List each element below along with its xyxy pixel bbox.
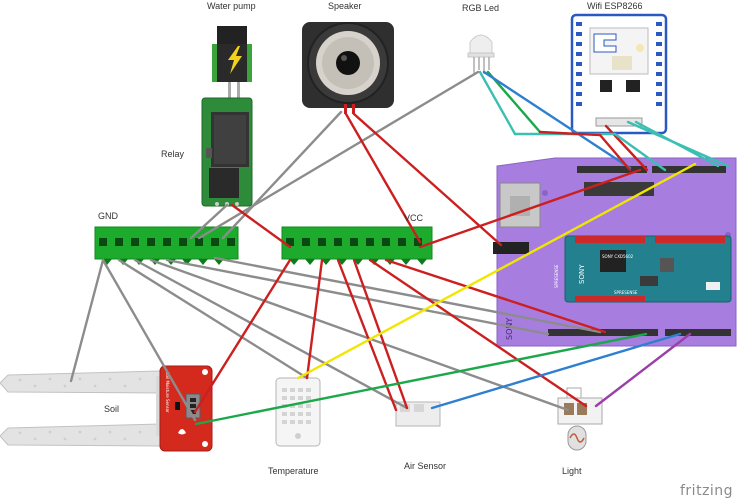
relay-module bbox=[201, 97, 253, 207]
label-rgb-led: RGB Led bbox=[462, 3, 499, 13]
gnd-bus bbox=[94, 226, 239, 265]
label-relay: Relay bbox=[161, 149, 185, 159]
label-light: Light bbox=[562, 466, 582, 476]
temperature-sensor bbox=[275, 377, 321, 447]
cyan-wire-led-board bbox=[513, 132, 667, 172]
sony-spresense-board bbox=[564, 235, 732, 303]
soil-moisture-sensor-board bbox=[159, 365, 213, 452]
water-pump bbox=[212, 26, 252, 100]
purple-wire-light bbox=[594, 332, 692, 408]
soil-sensor-label: Soil Moisture Sensor bbox=[165, 372, 170, 413]
label-wifi: Wifi ESP8266 bbox=[587, 1, 643, 11]
red-wire-led-board bbox=[538, 130, 632, 172]
sony-main-label: SONY bbox=[505, 318, 514, 340]
fritzing-logo: fritzing bbox=[680, 483, 733, 499]
sony-board-label: SONY bbox=[578, 264, 586, 284]
chip-label: SONY CXD5602 bbox=[602, 254, 634, 259]
cyan-wire-wifi-2 bbox=[634, 120, 720, 168]
label-soil: Soil bbox=[104, 404, 119, 414]
vcc-bus bbox=[281, 226, 433, 265]
blue-wire-led bbox=[482, 70, 632, 170]
green-wire-soil bbox=[194, 332, 648, 426]
label-air-sensor: Air Sensor bbox=[404, 461, 446, 471]
wifi-esp8266-module bbox=[570, 13, 668, 135]
label-water-pump: Water pump bbox=[207, 1, 256, 11]
spresense-main-label: SPRESENSE bbox=[554, 264, 559, 288]
cyan-wire-led bbox=[478, 70, 517, 136]
spresense-sub-label: SPRESENSE bbox=[614, 290, 638, 295]
blue-wire-air bbox=[430, 332, 682, 410]
label-speaker: Speaker bbox=[328, 1, 362, 11]
yellow-wire bbox=[296, 162, 697, 380]
light-sensor bbox=[557, 387, 603, 451]
soil-probe bbox=[0, 370, 162, 447]
speaker bbox=[302, 22, 394, 114]
green-wire-led bbox=[486, 70, 542, 134]
gray-wires bbox=[69, 70, 602, 422]
label-vcc: VCC bbox=[404, 213, 424, 223]
label-temperature: Temperature bbox=[268, 466, 319, 476]
label-gnd: GND bbox=[98, 211, 119, 221]
rgb-led bbox=[467, 34, 495, 74]
